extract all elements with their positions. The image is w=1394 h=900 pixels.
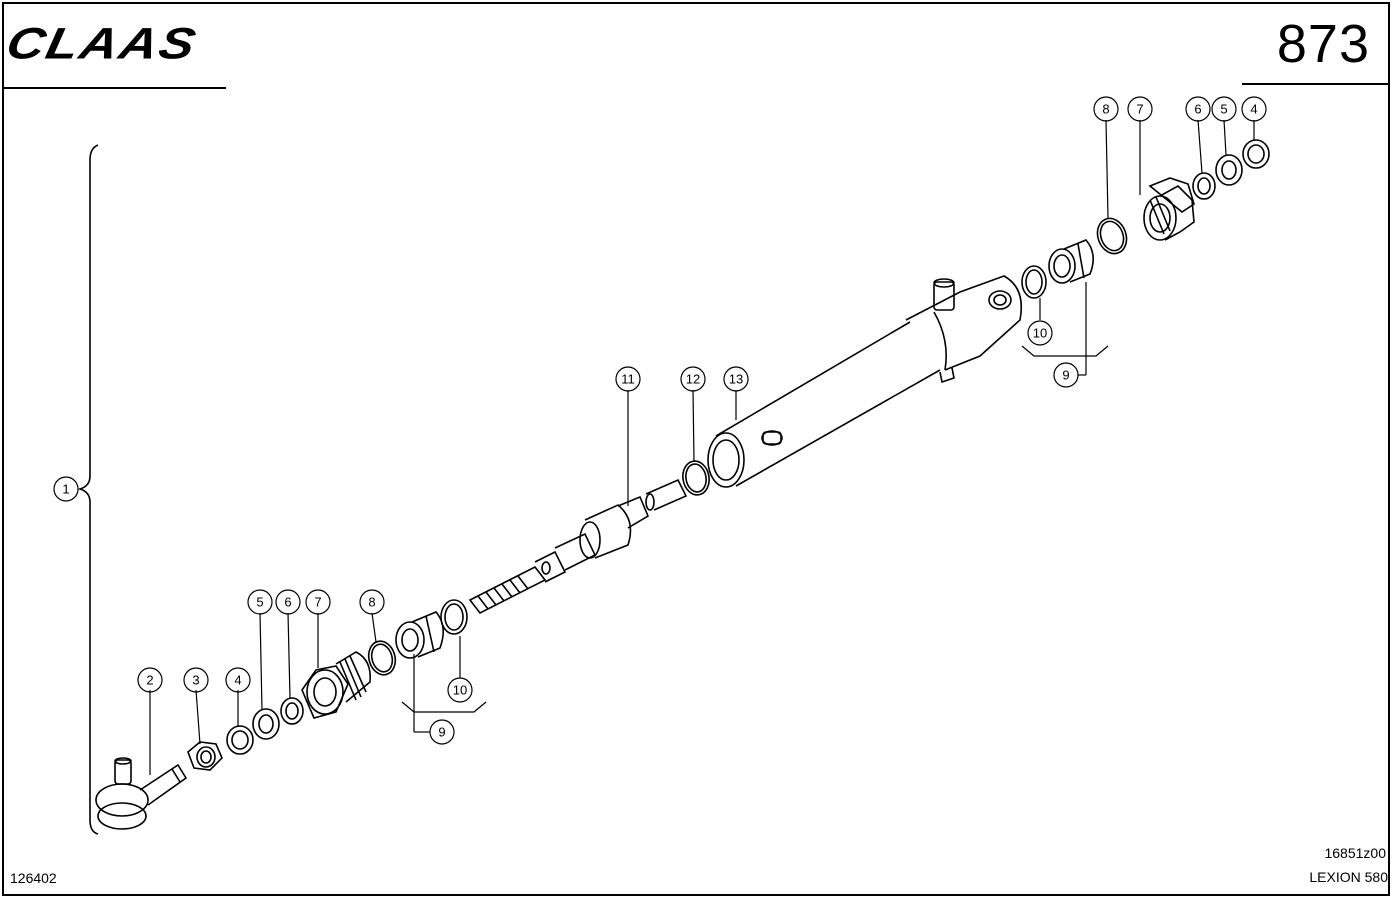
callout-circle-4b — [1241, 96, 1267, 122]
part-piston-rod — [468, 478, 688, 615]
page-number: 873 — [1276, 14, 1370, 74]
part-o-ring-right — [1096, 217, 1128, 255]
callout-label-2: 2 — [146, 673, 153, 688]
callout-label-8a: 8 — [368, 595, 375, 610]
part-piston-seal-right — [1048, 239, 1094, 284]
callout-circle-7b — [1127, 96, 1153, 122]
assembly-bracket — [77, 144, 99, 835]
drawing-number: 126402 — [10, 870, 57, 886]
leader-8b — [1105, 119, 1109, 219]
callout-label-9a: 9 — [438, 725, 445, 740]
leader-5a — [259, 612, 263, 711]
leader-6b — [1197, 119, 1203, 174]
callout-circle-7a — [305, 589, 331, 615]
part-o-ring-mid — [682, 460, 710, 496]
callout-label-13: 13 — [729, 372, 743, 387]
callout-circle-10b — [1027, 320, 1053, 346]
callout-circle-12 — [680, 366, 706, 392]
part-seal-right — [1215, 154, 1243, 186]
callout-circle-11 — [615, 366, 641, 392]
part-wiper-ring-left — [226, 725, 254, 755]
callout-label-6b: 6 — [1194, 102, 1201, 117]
model-name: LEXION 580 — [1309, 869, 1388, 885]
callout-circle-8a — [359, 589, 385, 615]
callout-label-1: 1 — [62, 482, 69, 497]
callout-circle-3 — [183, 667, 209, 693]
part-gland-nut-left — [301, 651, 372, 719]
leader-5b — [1223, 119, 1227, 156]
callout-circle-6b — [1185, 96, 1211, 122]
part-seal-left — [252, 708, 280, 740]
callout-circle-2 — [137, 667, 163, 693]
part-hex-nut — [187, 741, 223, 771]
callout-label-10b: 10 — [1033, 326, 1047, 341]
callout-label-12: 12 — [686, 372, 700, 387]
callout-label-11: 11 — [621, 372, 635, 387]
leader-9b-bracket — [1021, 345, 1109, 357]
leader-12 — [692, 389, 695, 463]
part-cylinder-barrel — [707, 275, 1023, 488]
callout-circle-8b — [1093, 96, 1119, 122]
part-ring-right — [1192, 172, 1216, 200]
part-ring-left — [280, 697, 304, 725]
callout-circle-4a — [225, 667, 251, 693]
leader-9a-bracket — [401, 701, 487, 713]
callout-label-9b: 9 — [1062, 368, 1069, 383]
callout-label-4b: 4 — [1250, 102, 1257, 117]
callout-label-4a: 4 — [234, 673, 241, 688]
callout-label-8b: 8 — [1102, 102, 1109, 117]
image-code: 16851z00 — [1324, 845, 1386, 861]
callout-circle-13 — [723, 366, 749, 392]
callout-label-5a: 5 — [256, 595, 263, 610]
part-o-ring-left — [367, 640, 397, 676]
callout-circle-10a — [447, 677, 473, 703]
callout-label-5b: 5 — [1220, 102, 1227, 117]
part-rod-eye — [95, 757, 188, 830]
leader-8a — [371, 612, 377, 643]
callout-circle-5a — [247, 589, 273, 615]
part-backup-ring-left — [440, 599, 468, 635]
callout-label-7b: 7 — [1136, 102, 1143, 117]
leader-6a — [287, 612, 291, 699]
part-piston-seal-left — [395, 611, 444, 659]
callout-label-3: 3 — [192, 673, 199, 688]
callout-label-10a: 10 — [453, 683, 467, 698]
callout-circle-5b — [1211, 96, 1237, 122]
part-backup-ring-right — [1021, 265, 1047, 299]
leader-3 — [195, 689, 201, 745]
part-wiper-ring-right — [1242, 139, 1270, 169]
callout-circle-6a — [275, 589, 301, 615]
callout-label-7a: 7 — [314, 595, 321, 610]
callout-circle-9b — [1053, 362, 1079, 388]
callout-circle-9a — [429, 719, 455, 745]
callout-label-6a: 6 — [284, 595, 291, 610]
callout-circle-1 — [53, 476, 79, 502]
part-gland-nut-right — [1143, 177, 1195, 241]
